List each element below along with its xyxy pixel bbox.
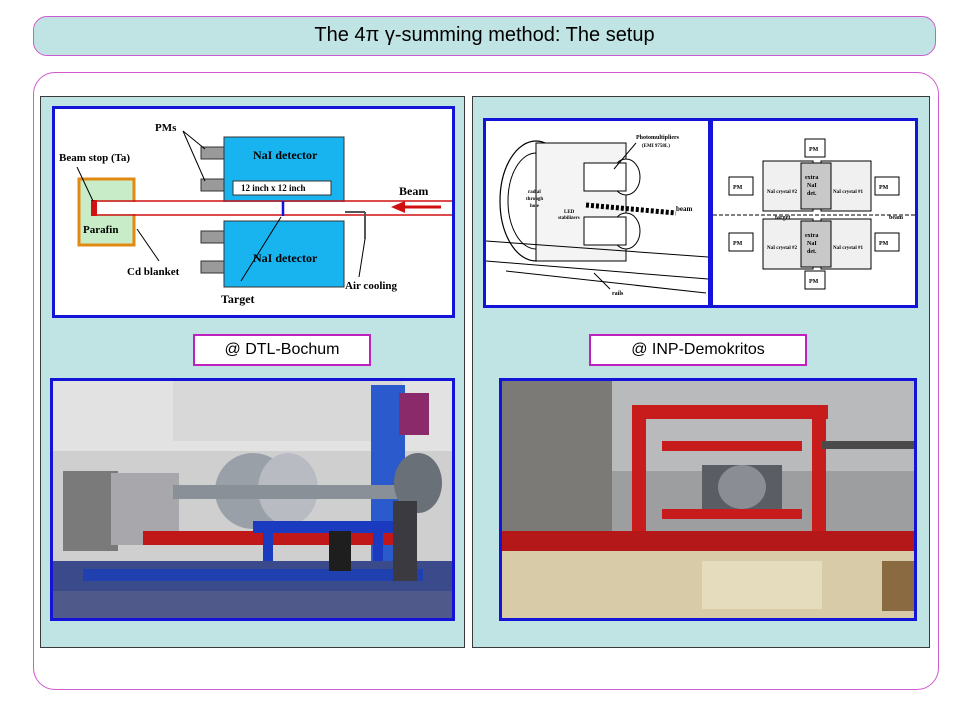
label-led: LED bbox=[564, 210, 575, 215]
pm-top: PM bbox=[809, 147, 819, 153]
label-air-cooling: Air cooling bbox=[345, 280, 398, 292]
crystal-1-bottom: NaI crystal #1 bbox=[833, 246, 863, 251]
label-size: 12 inch x 12 inch bbox=[241, 183, 306, 193]
label-parafin: Parafin bbox=[83, 224, 118, 236]
label-emi: (EMI 9758L) bbox=[642, 144, 670, 149]
pm-bottom: PM bbox=[809, 279, 819, 285]
extra-top-1: extra bbox=[805, 175, 818, 181]
crystal-2-bottom: NaI crystal #2 bbox=[767, 246, 797, 251]
pm-left-top: PM bbox=[733, 185, 743, 191]
label-radial: radial bbox=[528, 190, 541, 195]
crystal-1-top: NaI crystal #1 bbox=[833, 190, 863, 195]
label-nai-top: NaI detector bbox=[253, 148, 318, 162]
label-target-r: target bbox=[775, 215, 790, 221]
label-pms: PMs bbox=[155, 122, 177, 134]
demokritos-crystal-layout-svg: PM PM PM PM PM PM extra NaI det. extra N… bbox=[713, 121, 915, 305]
label-photomultipliers: Photomultipliers bbox=[636, 135, 680, 141]
extra-bottom-2: NaI bbox=[807, 241, 817, 247]
crystal-2-top: NaI crystal #2 bbox=[767, 190, 797, 195]
label-hole: hole bbox=[530, 204, 540, 209]
demokritos-crystal-layout: PM PM PM PM PM PM extra NaI det. extra N… bbox=[710, 118, 918, 308]
demokritos-photo-drawing bbox=[502, 381, 914, 618]
pm-right-top: PM bbox=[879, 185, 889, 191]
bochum-schematic: PMs Beam stop (Ta) NaI detector 12 inch … bbox=[52, 106, 455, 318]
label-dtl-bochum: @ DTL-Bochum bbox=[193, 334, 371, 366]
label-inp-demokritos: @ INP-Demokritos bbox=[589, 334, 807, 366]
label-beam: Beam bbox=[399, 184, 428, 198]
extra-bottom-1: extra bbox=[805, 233, 818, 239]
label-through: through bbox=[526, 197, 543, 202]
pm-left-bottom: PM bbox=[733, 241, 743, 247]
demokritos-photo bbox=[499, 378, 917, 621]
pm-right-bottom: PM bbox=[879, 241, 889, 247]
bochum-schematic-drawing: PMs Beam stop (Ta) NaI detector 12 inch … bbox=[55, 109, 452, 315]
label-rails: rails bbox=[612, 291, 624, 297]
label-cd-blanket: Cd blanket bbox=[127, 266, 180, 278]
extra-bottom-3: det. bbox=[807, 249, 817, 255]
page-title: The 4π γ-summing method: The setup bbox=[314, 24, 655, 46]
label-target: Target bbox=[221, 292, 255, 306]
extra-top-2: NaI bbox=[807, 183, 817, 189]
label-beam-r2: beam bbox=[889, 215, 903, 221]
label-stabilizers: stabilizers bbox=[558, 216, 580, 221]
demokritos-setup-drawing: Photomultipliers (EMI 9758L) radial thro… bbox=[483, 118, 711, 308]
extra-top-3: det. bbox=[807, 191, 817, 197]
bochum-photo bbox=[50, 378, 455, 621]
bochum-photo-drawing bbox=[53, 381, 452, 618]
label-beam-stop: Beam stop (Ta) bbox=[59, 152, 130, 164]
title-bar: The 4π γ-summing method: The setup bbox=[33, 16, 936, 56]
label-nai-bottom: NaI detector bbox=[253, 251, 318, 265]
label-beam-r1: beam bbox=[676, 205, 693, 213]
demokritos-setup-drawing-svg: Photomultipliers (EMI 9758L) radial thro… bbox=[486, 121, 708, 305]
